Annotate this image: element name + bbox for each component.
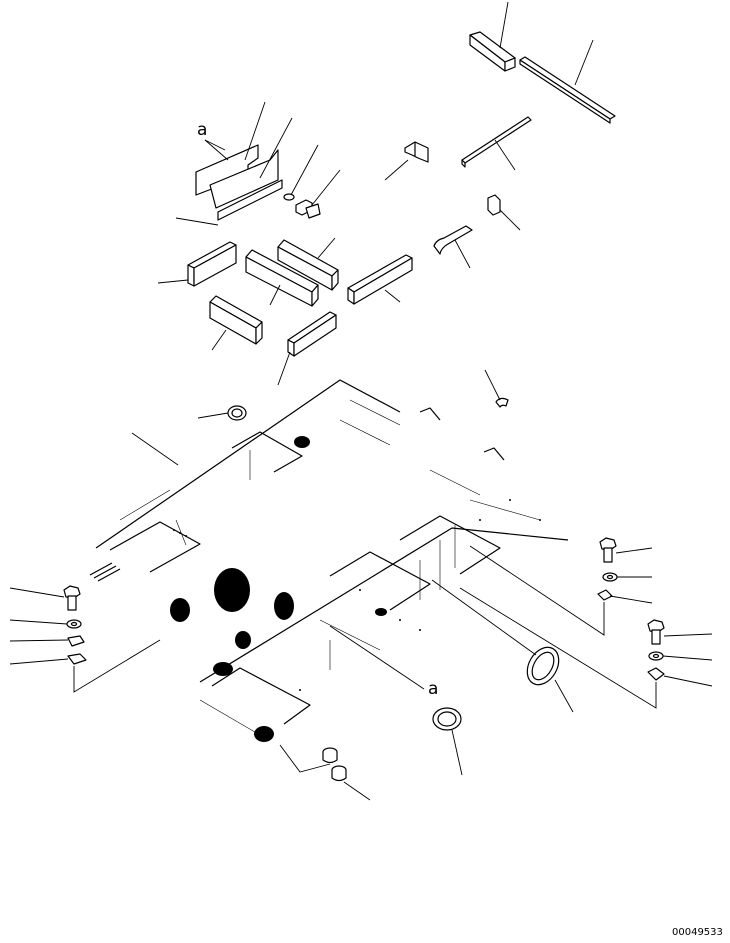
leader-line [662, 655, 713, 661]
leader-line [663, 633, 713, 637]
leader-line [317, 237, 336, 259]
right-washer-part-upper [602, 572, 618, 582]
leader-line [343, 781, 371, 801]
cap-part-lower [331, 765, 347, 782]
insulation-block-1 [187, 241, 237, 287]
leader-line [279, 744, 331, 773]
washer-part [283, 193, 295, 201]
leader-line [663, 675, 713, 687]
leader-line [454, 239, 471, 269]
leader-line [9, 587, 65, 598]
left-washer-part [66, 619, 82, 629]
insulation-block-2 [277, 239, 339, 291]
leader-line [329, 625, 425, 690]
leader-line [384, 289, 401, 303]
frame-detail-lines [119, 399, 541, 736]
left-plate-part [67, 635, 85, 647]
plate-with-notch-part [195, 144, 283, 221]
grommet-part [227, 405, 247, 421]
leader-line [494, 139, 516, 171]
leader-line [175, 217, 219, 226]
leader-line [277, 351, 291, 386]
leader-line [204, 139, 226, 151]
drawing-number: 00049533 [672, 927, 723, 938]
leader-line [259, 117, 293, 179]
insulation-block-6 [287, 311, 337, 357]
right-bolt-part-lower [647, 619, 665, 645]
oval-cover-part [526, 646, 560, 686]
tab-part [487, 194, 501, 216]
leader-line [499, 1, 509, 49]
insulation-block-3 [245, 249, 319, 307]
leader-line [609, 595, 653, 604]
leader-line [204, 139, 229, 161]
leader-line [554, 679, 574, 713]
leader-line [469, 545, 605, 636]
ring-cover-part [432, 707, 462, 731]
leader-line [451, 729, 463, 776]
leader-line [9, 639, 69, 642]
reference-label-a: a [197, 120, 207, 140]
small-plate-part [469, 31, 516, 72]
leader-line [459, 587, 657, 709]
leader-line [574, 39, 594, 86]
curved-strip-part [433, 225, 473, 255]
cap-part-upper [322, 747, 338, 764]
leader-line [9, 619, 68, 625]
left-bolt-part [63, 585, 81, 611]
diagonal-bar-part [461, 116, 532, 168]
right-plate-part-upper [597, 589, 613, 601]
right-washer-part-lower [648, 651, 664, 661]
leader-line [157, 279, 189, 284]
leader-line [197, 412, 229, 419]
insulation-block-4 [347, 254, 413, 305]
bolt-part [295, 199, 321, 219]
leader-line [484, 369, 501, 401]
leader-line [131, 432, 179, 466]
leader-line [499, 209, 521, 231]
insulation-block-5 [209, 295, 263, 345]
leader-line [269, 284, 281, 306]
long-bar-part [519, 56, 616, 124]
bracket-part [404, 141, 429, 163]
reference-label-a-frame: a [428, 679, 438, 699]
right-bolt-part-upper [599, 537, 617, 563]
leader-line [384, 159, 409, 181]
leader-line [9, 658, 69, 665]
leader-line [431, 579, 537, 656]
leader-line [311, 169, 341, 206]
leader-line [290, 144, 319, 196]
leader-line [615, 547, 653, 554]
leader-line [244, 101, 266, 161]
revolving-frame [86, 370, 576, 770]
clip-part [495, 397, 509, 408]
right-plate-part-lower [647, 667, 665, 681]
left-spacer-part [67, 653, 87, 665]
leader-line [73, 639, 161, 693]
leader-line [211, 329, 227, 351]
